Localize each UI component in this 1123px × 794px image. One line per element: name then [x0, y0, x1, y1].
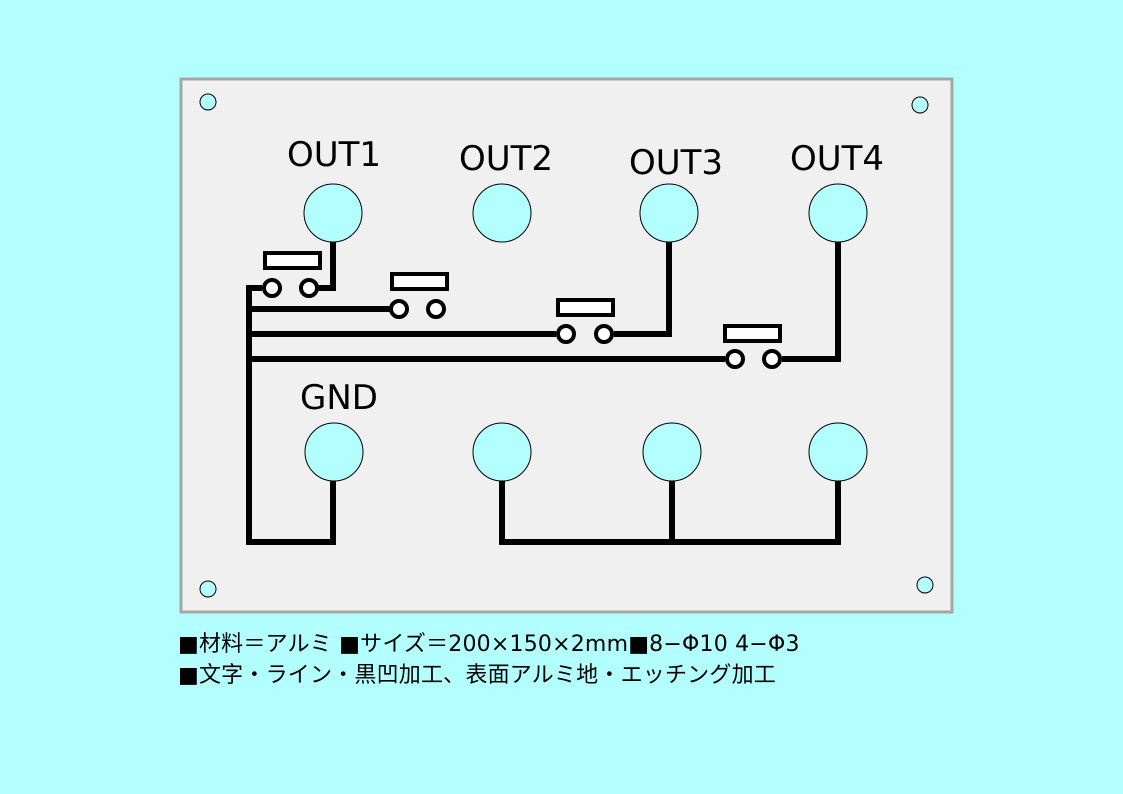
label-out2: OUT2 — [459, 139, 553, 179]
label-out1: OUT1 — [287, 135, 381, 175]
spec-note-line1: ■材料＝アルミ ■サイズ＝200×150×2mm■8−Φ10 4−Φ3 — [178, 632, 800, 657]
switch-symbol-3 — [556, 298, 615, 344]
jack-out1 — [303, 183, 363, 243]
jack-gnd — [304, 422, 364, 482]
jack-out4 — [808, 183, 868, 243]
jack-bottom-3 — [642, 422, 702, 482]
spec-note-line2: ■文字・ライン・黒凹加工、表面アルミ地・エッチング加工 — [178, 663, 776, 688]
jack-out2 — [472, 183, 532, 243]
label-out4: OUT4 — [790, 139, 884, 179]
aluminum-panel — [179, 77, 954, 614]
jack-bottom-4 — [808, 422, 868, 482]
switch-symbol-2 — [389, 272, 449, 319]
label-out3: OUT3 — [629, 143, 723, 183]
switch-symbol-4 — [723, 324, 782, 369]
jack-out3 — [639, 183, 699, 243]
mounting-hole-top-left — [199, 93, 217, 111]
label-gnd: GND — [300, 378, 378, 418]
mounting-hole-bottom-right — [916, 576, 934, 594]
mounting-hole-bottom-left — [199, 580, 217, 598]
mounting-hole-top-right — [911, 96, 929, 114]
etched-traces — [246, 240, 841, 545]
jack-bottom-2 — [472, 422, 532, 482]
switch-symbol-1 — [262, 251, 322, 298]
